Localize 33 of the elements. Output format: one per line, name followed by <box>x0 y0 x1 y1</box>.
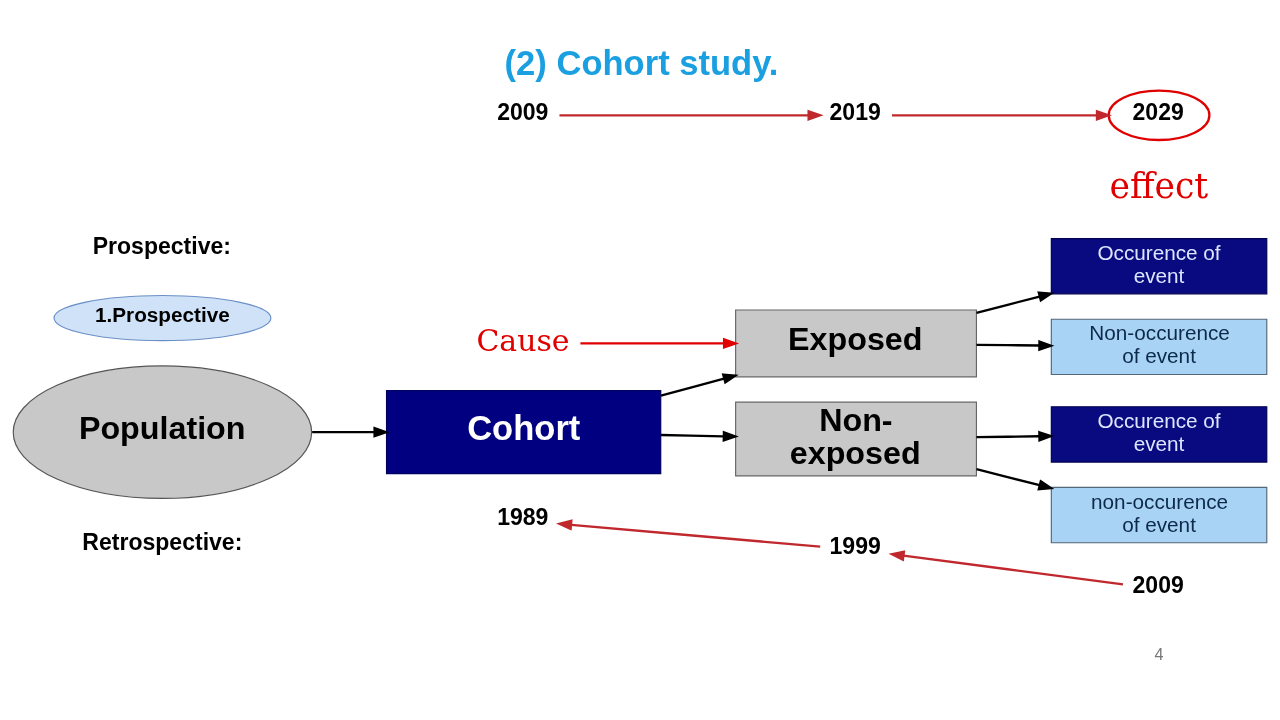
node-text: 2019 <box>829 98 881 125</box>
arrow <box>556 519 821 548</box>
arrow <box>976 468 1055 491</box>
label: Prospective: <box>92 232 231 259</box>
node-text: 1989 <box>497 504 549 531</box>
arrow <box>888 550 1124 586</box>
node-text: 2009 <box>497 98 549 125</box>
node-box: Occurence of event <box>1050 406 1268 463</box>
node-ellipse: 2029 <box>1107 89 1211 142</box>
arrow <box>660 373 739 397</box>
label: 4 <box>1154 644 1164 663</box>
arrow <box>660 430 739 442</box>
node-text: 2009 <box>1132 572 1184 599</box>
node-box: Occurence of event <box>1050 238 1268 295</box>
arrow <box>580 337 740 350</box>
arrow <box>976 430 1055 442</box>
node-box: Non- exposed <box>735 401 977 477</box>
node-box: non-occurence of event <box>1050 486 1268 544</box>
node-box: Exposed <box>735 309 977 378</box>
node-text: Cause <box>476 322 570 358</box>
node-text: 1999 <box>829 533 881 560</box>
arrow <box>891 109 1112 121</box>
arrow <box>976 291 1055 314</box>
node-ellipse: 1.Prospective <box>53 294 272 342</box>
node-ellipse: Population <box>12 365 313 499</box>
node-box: Non-occurence of event <box>1050 318 1268 376</box>
label: effect <box>1109 165 1209 206</box>
arrow <box>976 339 1055 352</box>
arrow <box>559 109 824 121</box>
diagram-title: (2) Cohort study. <box>504 43 779 82</box>
arrow <box>312 426 390 438</box>
label: Retrospective: <box>82 528 243 555</box>
node-box: Cohort <box>385 390 662 475</box>
